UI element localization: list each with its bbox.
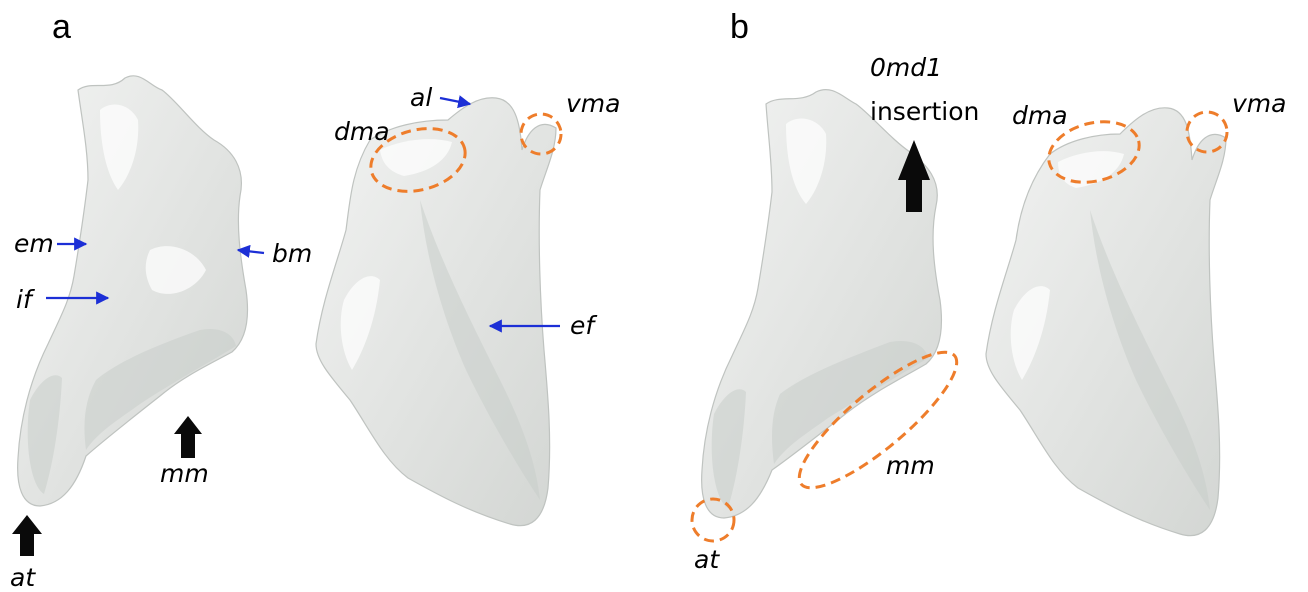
pointer-arrow-bm (238, 250, 264, 253)
label-em-a: em (14, 229, 54, 258)
panel-a-letter: a (52, 8, 71, 46)
label-vma-a: vma (566, 89, 620, 118)
label-at-b: at (694, 545, 720, 574)
panel-b-letter: b (730, 8, 749, 46)
label-mm-a: mm (160, 459, 209, 488)
pointer-arrow-al (440, 98, 470, 104)
panel-a-bone-medial (18, 76, 248, 506)
label-if-a: if (16, 285, 35, 314)
label-insertion-word: insertion (870, 97, 979, 126)
label-ef-a: ef (570, 311, 597, 340)
arrow-up-mm (174, 416, 202, 458)
label-bm-a: bm (272, 239, 312, 268)
panel-b-bone-lateral (986, 108, 1226, 536)
label-at-a: at (10, 563, 36, 592)
label-al-a: al (410, 83, 432, 112)
arrow-up-at (12, 515, 42, 556)
panel-a-bone-lateral (316, 98, 556, 526)
label-dma-a: dma (334, 117, 390, 146)
label-mm-b: mm (886, 451, 935, 480)
label-dma-b: dma (1012, 101, 1068, 130)
label-vma-b: vma (1232, 89, 1286, 118)
label-insertion-name: 0md1 (870, 53, 942, 82)
